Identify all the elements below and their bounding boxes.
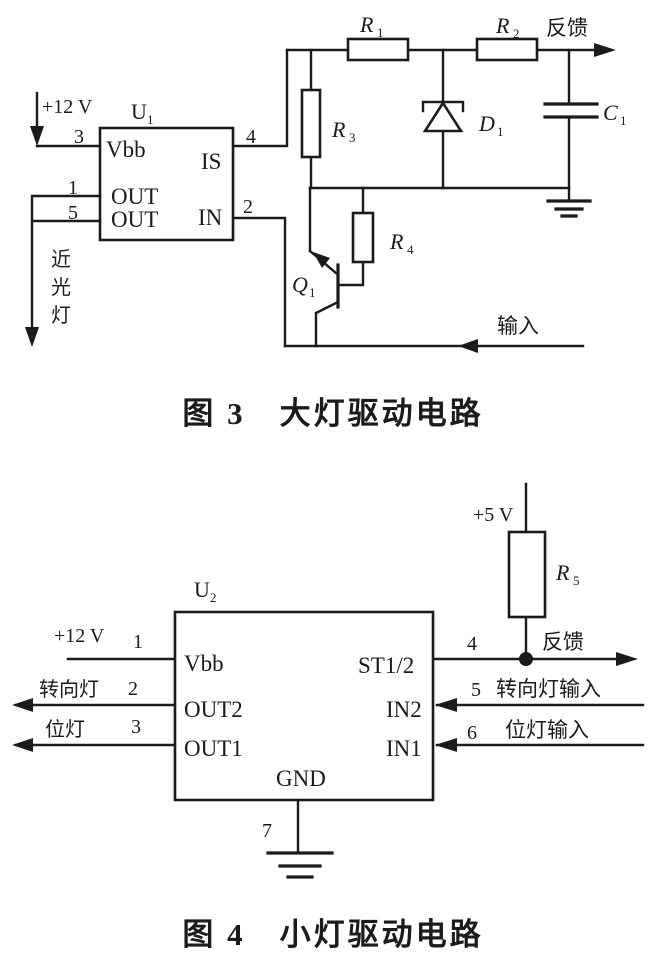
fig3-r3-body bbox=[300, 88, 322, 159]
fig3-feedback-label: 反馈 bbox=[546, 16, 588, 40]
fig4-turn-input-arrow-icon bbox=[435, 698, 457, 712]
fig3-u1-ic-box bbox=[98, 126, 235, 242]
fig4-position-input-label: 位灯输入 bbox=[505, 718, 589, 742]
fig3-ground-icon bbox=[546, 199, 592, 218]
fig3-r2-ref-sub: 2 bbox=[513, 26, 520, 41]
fig3-d1-triangle bbox=[422, 100, 464, 133]
fig3-c1-plates bbox=[543, 102, 599, 119]
fig3-r2-body bbox=[475, 37, 539, 62]
fig4-pin-in1-label: IN1 bbox=[386, 736, 422, 761]
fig4-pin1-number: 1 bbox=[133, 631, 143, 653]
fig3-lamp-arrow-icon bbox=[25, 327, 39, 347]
fig3-supply-arrow-icon bbox=[30, 126, 44, 146]
fig3-pin-in-label: IN bbox=[198, 205, 223, 230]
fig3-pin-out-top-label: OUT bbox=[111, 184, 158, 209]
fig4-pin-in2-label: IN2 bbox=[386, 697, 422, 722]
fig4-turn-lamp-label: 转向灯 bbox=[39, 678, 99, 701]
fig3-pin1-number: 1 bbox=[68, 177, 78, 199]
fig3-lowbeam-char-3: 灯 bbox=[51, 304, 71, 327]
fig3-r4-ref: R bbox=[389, 229, 404, 254]
fig3-r1-ref: R bbox=[359, 12, 374, 37]
fig3-feedback-arrow-icon bbox=[594, 43, 616, 57]
fig3-d1-ref: D bbox=[478, 111, 495, 136]
fig4-supply5-label: +5 V bbox=[473, 504, 514, 526]
fig3-supply-label: +12 V bbox=[42, 96, 93, 118]
fig4-caption: 图 4 小灯驱动电路 bbox=[182, 917, 483, 952]
fig4-u2-ref-sub: 2 bbox=[210, 590, 217, 605]
fig4-turn-input-label: 转向灯输入 bbox=[496, 677, 601, 701]
fig4-pin-out1-label: OUT1 bbox=[184, 736, 243, 761]
fig4-position-input-arrow-icon bbox=[435, 738, 457, 752]
fig3-lowbeam-char-1: 近 bbox=[51, 248, 71, 271]
fig3-input-arrow-icon bbox=[458, 339, 478, 353]
fig3-c1-ref: C bbox=[603, 100, 618, 125]
fig3-pin2-number: 2 bbox=[243, 196, 253, 218]
fig3-c1-ref-sub: 1 bbox=[620, 113, 627, 128]
fig3-u1-ref-sub: 1 bbox=[147, 112, 154, 127]
fig3-out-wires bbox=[30, 194, 102, 331]
fig4-pin2-number: 2 bbox=[128, 678, 138, 700]
figure-4-small-lamp-circuit: U 2 Vbb OUT2 OUT1 GND ST1/2 IN2 IN1 +12 … bbox=[12, 482, 645, 952]
fig3-pin-is-label: IS bbox=[201, 149, 221, 174]
fig3-pin4-number: 4 bbox=[246, 126, 256, 148]
fig3-r1-body bbox=[346, 37, 410, 62]
fig3-q1-collector bbox=[314, 300, 340, 348]
fig3-q1-ref: Q bbox=[292, 272, 308, 297]
fig3-pin3-number: 3 bbox=[74, 126, 84, 148]
fig3-pin5-number: 5 bbox=[68, 202, 78, 224]
fig4-u2-ic-box bbox=[173, 610, 435, 802]
fig3-input-label: 输入 bbox=[497, 314, 539, 338]
fig4-pin7-number: 7 bbox=[262, 820, 272, 842]
fig4-pin5-number: 5 bbox=[471, 679, 481, 701]
fig4-position-lamp-label: 位灯 bbox=[45, 718, 85, 741]
fig4-pin6-number: 6 bbox=[467, 722, 477, 744]
fig3-r2-ref: R bbox=[495, 13, 510, 38]
fig4-pin-out2-label: OUT2 bbox=[184, 697, 243, 722]
fig4-pin-vbb-label: Vbb bbox=[184, 651, 224, 676]
fig3-r4-body bbox=[351, 211, 375, 264]
fig4-feedback-arrow-icon bbox=[616, 652, 638, 666]
fig3-r3-ref: R bbox=[331, 117, 346, 142]
fig4-supply12-label: +12 V bbox=[54, 625, 105, 647]
fig3-r1-ref-sub: 1 bbox=[377, 25, 384, 40]
fig3-lowbeam-char-2: 光 bbox=[51, 276, 71, 299]
fig3-pin-vbb-label: Vbb bbox=[106, 137, 146, 162]
fig4-turn-lamp-arrow-icon bbox=[12, 698, 33, 712]
fig3-q1-ref-sub: 1 bbox=[309, 285, 316, 300]
fig3-r4-leads bbox=[338, 186, 365, 287]
fig4-r5-body bbox=[507, 530, 547, 619]
fig4-position-lamp-arrow-icon bbox=[12, 738, 33, 752]
fig3-caption: 图 3 大灯驱动电路 bbox=[182, 396, 483, 431]
fig4-u2-ref: U bbox=[194, 577, 210, 602]
fig3-r4-ref-sub: 4 bbox=[407, 242, 414, 257]
fig4-pin-st-label: ST1/2 bbox=[358, 653, 414, 678]
fig3-u1-ref: U bbox=[131, 99, 147, 124]
fig3-pin2-wire bbox=[231, 216, 287, 348]
fig4-pin-gnd-label: GND bbox=[276, 766, 326, 791]
fig4-pin4-number: 4 bbox=[467, 633, 477, 655]
figure-3-headlight-circuit: +12 V 3 U 1 Vbb IS OUT OUT IN 1 5 近 光 灯 … bbox=[25, 12, 627, 431]
fig3-pin4-wire bbox=[231, 48, 289, 148]
fig4-r5-ref: R bbox=[555, 560, 570, 585]
fig3-r3-ref-sub: 3 bbox=[349, 130, 356, 145]
fig4-pin3-number: 3 bbox=[131, 716, 141, 738]
fig3-d1-ref-sub: 1 bbox=[497, 124, 504, 139]
fig3-q1-emitter-arrow-icon bbox=[313, 252, 330, 268]
fig3-pin-out-bottom-label: OUT bbox=[111, 207, 158, 232]
fig4-ground-icon bbox=[266, 851, 334, 879]
fig4-r5-ref-sub: 5 bbox=[573, 573, 580, 588]
fig4-feedback-label: 反馈 bbox=[542, 630, 584, 654]
